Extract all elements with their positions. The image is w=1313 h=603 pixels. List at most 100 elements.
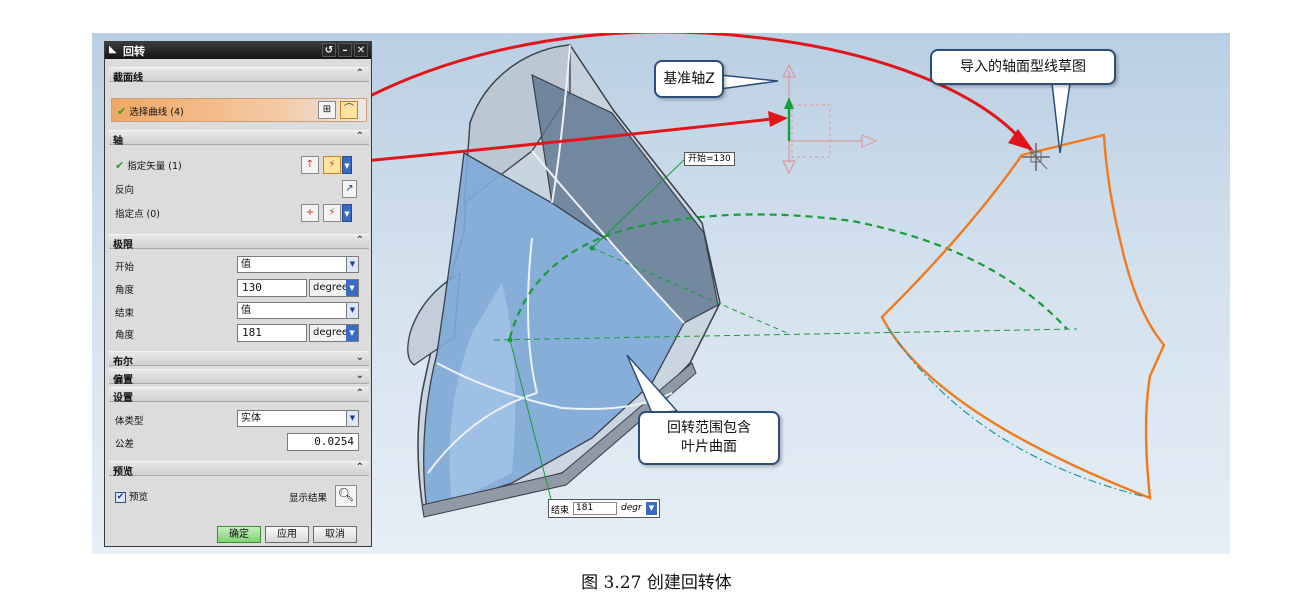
preview-arc-dashed xyxy=(508,213,1068,339)
range-callout-line2: 叶片曲面 xyxy=(681,439,737,455)
preview-checkbox-row[interactable]: ✔ 预览 xyxy=(115,489,148,503)
offset-header[interactable]: 偏置 ⌄ xyxy=(109,369,369,386)
end-tag-unit: degr xyxy=(621,503,642,513)
boolean-title: 布尔 xyxy=(113,357,133,368)
chevron-down-icon: ⌄ xyxy=(355,370,364,381)
curve-select-button[interactable]: ⌒ xyxy=(340,101,358,119)
chevron-down-icon: ▼ xyxy=(346,303,358,318)
cancel-button[interactable]: 取消 xyxy=(313,526,357,543)
chevron-down-icon[interactable]: ▼ xyxy=(646,502,657,515)
preview-title: 预览 xyxy=(113,467,133,478)
body-type-value: 实体 xyxy=(241,413,261,424)
ok-button[interactable]: 确定 xyxy=(217,526,261,543)
revolve-dialog: ◣ 回转 ↺ – ✕ 截面线 ⌃ ✔选择曲线 (4) ⊞ ⌒ 轴 ⌃ ✔指定矢量… xyxy=(104,41,372,547)
point-dropdown-arrow[interactable]: ▼ xyxy=(342,204,352,222)
show-result-label: 显示结果 xyxy=(289,493,328,504)
preview-checkbox-label: 预览 xyxy=(129,492,149,503)
point-dialog-button[interactable]: + xyxy=(301,204,319,222)
dialog-title: 回转 xyxy=(123,45,145,58)
end-angle-input[interactable]: 181 xyxy=(237,324,307,342)
chevron-down-icon: ▼ xyxy=(346,325,358,341)
apply-button[interactable]: 应用 xyxy=(265,526,309,543)
arrow-curve-to-sketch xyxy=(359,33,1026,144)
body-type-select[interactable]: 实体 ▼ xyxy=(237,410,359,427)
chevron-up-icon: ⌃ xyxy=(355,68,364,79)
chevron-up-icon: ⌃ xyxy=(355,131,364,142)
end-angle-label: 角度 xyxy=(115,330,135,341)
figure-caption: 图 3.27 创建回转体 xyxy=(581,573,732,593)
preview-radius-end xyxy=(509,339,553,504)
chevron-down-icon: ▼ xyxy=(346,257,358,272)
start-angle-unit: degree xyxy=(313,282,349,293)
blade-edge-curve-1 xyxy=(551,44,571,204)
preview-point-end xyxy=(507,337,513,343)
annotation-arrows xyxy=(359,33,1034,163)
end-angle-unit: degree xyxy=(313,327,349,338)
axis-title: 轴 xyxy=(113,136,123,147)
collapse-button[interactable]: – xyxy=(338,43,352,57)
preview-header[interactable]: 预览 ⌃ xyxy=(109,461,369,478)
revolved-blade-body[interactable] xyxy=(407,44,721,518)
blade-edge-curve-2 xyxy=(531,150,685,324)
close-button[interactable]: ✕ xyxy=(354,43,368,57)
end-tag-label: 结束 xyxy=(551,506,570,516)
boolean-header[interactable]: 布尔 ⌄ xyxy=(109,351,369,368)
chevron-up-icon: ⌃ xyxy=(355,235,364,246)
vector-inferred-button[interactable]: ⚡ xyxy=(323,156,341,174)
end-type-select[interactable]: 值 ▼ xyxy=(237,302,359,319)
preview-axis-line xyxy=(493,328,1078,341)
show-result-button[interactable]: 🔍︎ xyxy=(335,485,357,507)
select-curve-row[interactable]: ✔选择曲线 (4) ⊞ ⌒ xyxy=(111,98,367,122)
blade-edge-curve-5 xyxy=(427,392,538,474)
start-angle-input[interactable]: 130 xyxy=(237,279,307,297)
chevron-up-icon: ⌃ xyxy=(355,462,364,473)
axial-profile-sketch[interactable] xyxy=(880,133,1166,500)
sketch-centerline xyxy=(887,327,1143,497)
select-curve-label: 选择曲线 (4) xyxy=(129,107,184,118)
settings-title: 设置 xyxy=(113,393,133,404)
tolerance-label: 公差 xyxy=(115,439,135,450)
limits-title: 极限 xyxy=(113,240,133,251)
callout-tail-axis xyxy=(719,74,779,90)
chevron-down-icon: ▼ xyxy=(346,280,358,296)
dialog-menu-icon[interactable]: ◣ xyxy=(109,44,117,55)
blade-base-edge xyxy=(421,362,697,518)
offset-title: 偏置 xyxy=(113,375,133,386)
start-label: 开始 xyxy=(115,262,135,273)
end-angle-tag[interactable]: 结束 181 degr ▼ xyxy=(548,499,660,518)
viewport-graphics xyxy=(359,33,1166,518)
section-curve-header[interactable]: 截面线 ⌃ xyxy=(109,67,369,84)
start-type-select[interactable]: 值 ▼ xyxy=(237,256,359,273)
reverse-label: 反向 xyxy=(115,185,135,196)
vector-dialog-button[interactable]: ↑ xyxy=(301,156,319,174)
reverse-direction-button[interactable]: ↗ xyxy=(342,180,357,198)
crosshair-cursor-icon xyxy=(1022,143,1050,171)
chevron-down-icon: ⌄ xyxy=(355,352,364,363)
datum-axis-callout: 基准轴Z xyxy=(654,60,724,98)
range-callout-line1: 回转范围包含 xyxy=(667,420,751,436)
start-angle-tag[interactable]: 开始=130 xyxy=(684,152,735,166)
sketch-callout-text: 导入的轴面型线草图 xyxy=(960,59,1086,75)
point-inferred-button[interactable]: ⚡ xyxy=(323,204,341,222)
settings-header[interactable]: 设置 ⌃ xyxy=(109,387,369,404)
specify-vector-row: ✔指定矢量 (1) xyxy=(115,158,182,172)
datum-axis-triad[interactable] xyxy=(782,63,878,175)
revolve-preview xyxy=(493,158,1078,504)
start-angle-unit-select[interactable]: degree ▼ xyxy=(309,279,359,297)
end-angle-unit-select[interactable]: degree ▼ xyxy=(309,324,359,342)
dialog-titlebar[interactable]: ◣ 回转 ↺ – ✕ xyxy=(105,42,371,59)
preview-point-start xyxy=(589,245,595,251)
axis-header[interactable]: 轴 ⌃ xyxy=(109,130,369,147)
start-angle-tag-text: 开始=130 xyxy=(688,154,731,164)
end-label: 结束 xyxy=(115,308,135,319)
end-tag-input[interactable]: 181 xyxy=(573,502,617,515)
tolerance-input[interactable]: 0.0254 xyxy=(287,433,359,451)
sketch-callout: 导入的轴面型线草图 xyxy=(930,49,1116,85)
reset-button[interactable]: ↺ xyxy=(322,43,336,57)
checkbox-checked-icon[interactable]: ✔ xyxy=(115,492,126,503)
sketch-section-button[interactable]: ⊞ xyxy=(318,101,336,119)
limits-header[interactable]: 极限 ⌃ xyxy=(109,234,369,251)
cad-viewport[interactable]: 基准轴Z 导入的轴面型线草图 回转范围包含 叶片曲面 开始=130 ◣ 回转 ↺… xyxy=(92,33,1230,554)
vector-dropdown-arrow[interactable]: ▼ xyxy=(342,156,352,174)
arrow-vector-to-axis xyxy=(363,117,773,163)
